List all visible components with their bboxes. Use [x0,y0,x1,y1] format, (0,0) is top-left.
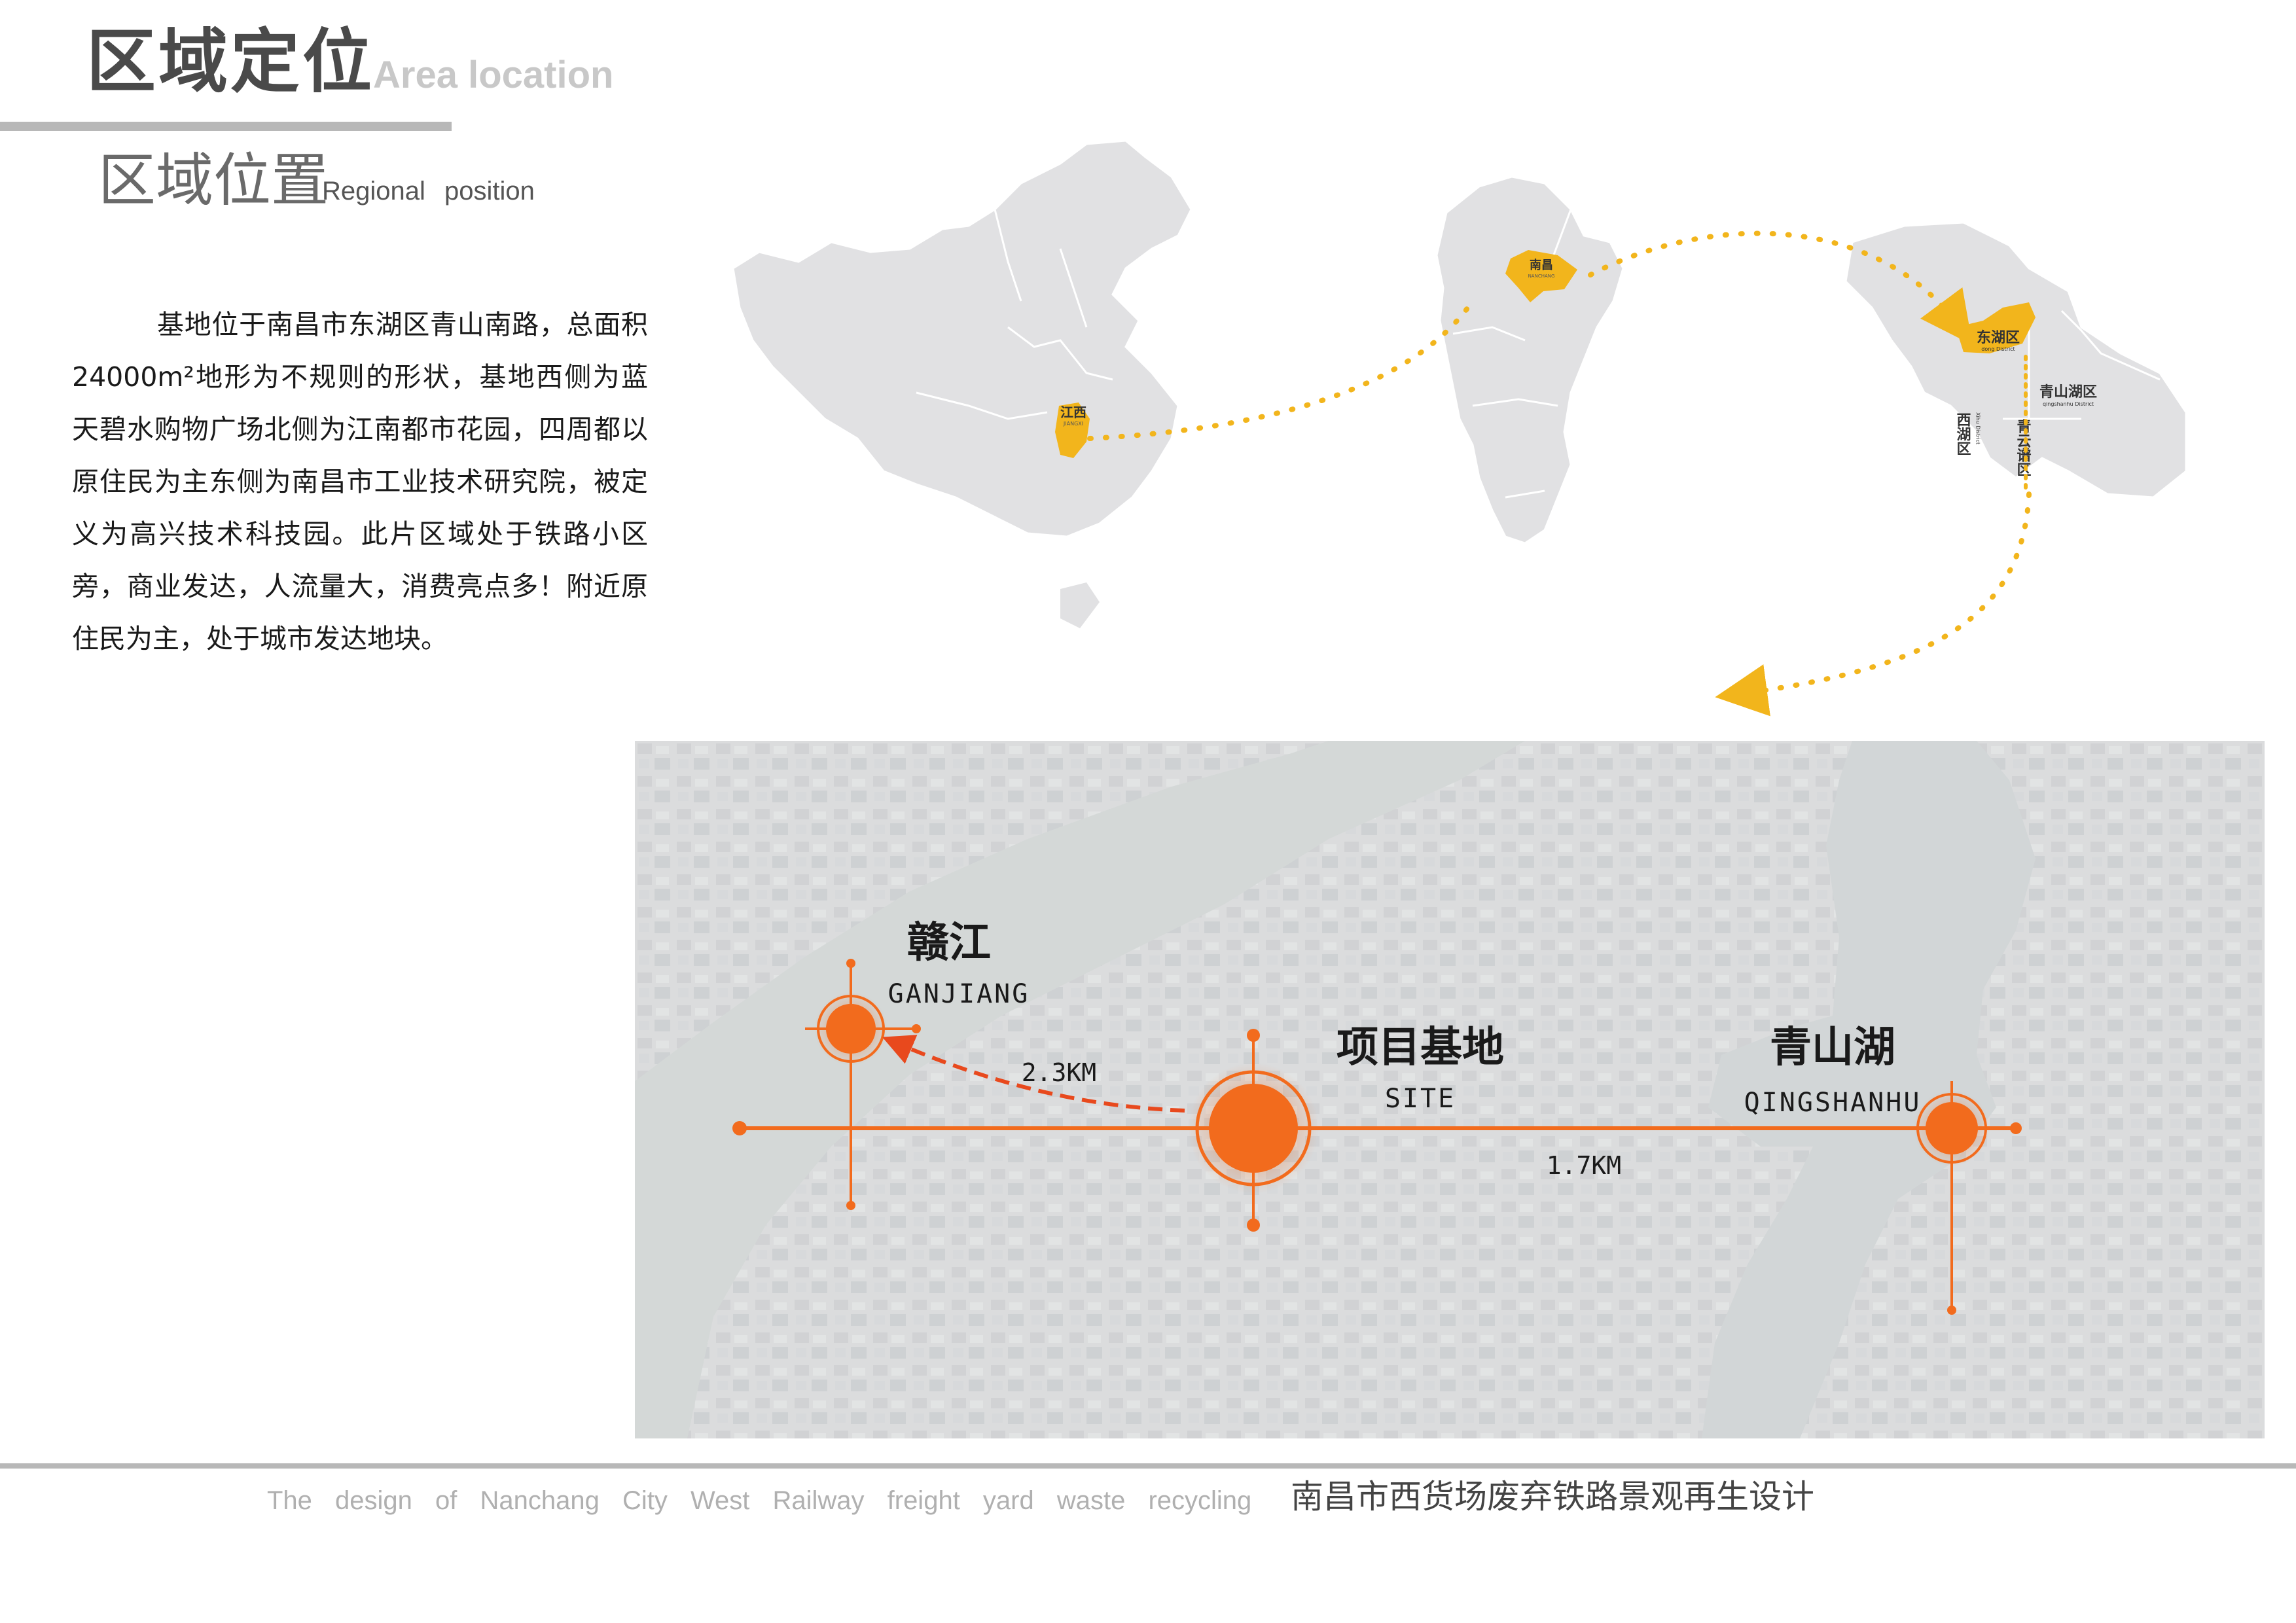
footer-project-title-en: The design of Nanchang City West Railway… [267,1486,1252,1515]
nanchang-label-en: NANCHANG [1528,274,1555,279]
qingshanhu-marker [1914,1081,1990,1315]
qingyunpu-label: 青云谱区 [2015,419,2032,476]
connector-city-site [1715,491,2032,717]
china-map: 江西 JIANGXI [732,139,1193,628]
site-label: 项目基地 [1336,1024,1504,1072]
jiangxi-label-en: JIANGXI [1063,421,1083,427]
header-divider [0,122,452,131]
donghu-label: 东湖区 [1977,329,2020,346]
donghu-label-en: dong District [1981,346,2015,352]
distance-west-label: 2.3KM [1022,1058,1096,1087]
connector-jiangxi-city [1588,230,1973,346]
qingshanhu-label-en: QINGSHANHU [1744,1088,1922,1118]
ganjiang-label: 赣江 [907,919,991,967]
jiangxi-map: 南昌 NANCHANG [1435,175,1624,544]
qingshanhu-district-label: 青山湖区 [2039,384,2097,401]
xihu-label: 西湖区 [1954,412,1971,455]
route-to-ganjiang [882,1035,1185,1113]
ganjiang-river [635,741,1525,1438]
page-title-en: Area location [373,54,614,96]
ganjiang-label-en: GANJIANG [888,979,1030,1009]
footer-project-title: 南昌市西货场废弃铁路景观再生设计 [1291,1478,1814,1516]
qingshanhu-label: 青山湖 [1770,1024,1895,1072]
section-subtitle-en: Regional position [322,177,535,205]
distance-east-label: 1.7KM [1547,1151,1621,1180]
section-subtitle: 区域位置 [98,147,329,214]
nanchang-city-map: 东湖区 dong District 青山湖区 qingshanhu Distri… [1844,221,2187,499]
site-marker [1188,1029,1319,1232]
location-maps: 江西 JIANGXI 南昌 NANCHANG 东湖区 dong District… [732,139,2187,717]
site-label-en: SITE [1385,1084,1456,1114]
aerial-map: 赣江 GANJIANG 项目基地 SITE 青山湖 QINGSHANHU 2.3… [635,741,2265,1438]
ganjiang-marker [805,959,921,1210]
footer-divider [0,1463,2296,1469]
qingshanhu-district-label-en: qingshanhu District [2043,401,2094,407]
xihu-label-en: Xihu District [1975,412,1981,444]
site-description: 基地位于南昌市东湖区青山南路，总面积24000m²地形为不规则的形状，基地西侧为… [72,309,648,654]
jiangxi-label: 江西 [1060,404,1086,420]
qingshan-lake [1702,741,2036,1438]
page-title: 区域定位 [86,22,374,102]
nanchang-label: 南昌 [1530,258,1553,272]
